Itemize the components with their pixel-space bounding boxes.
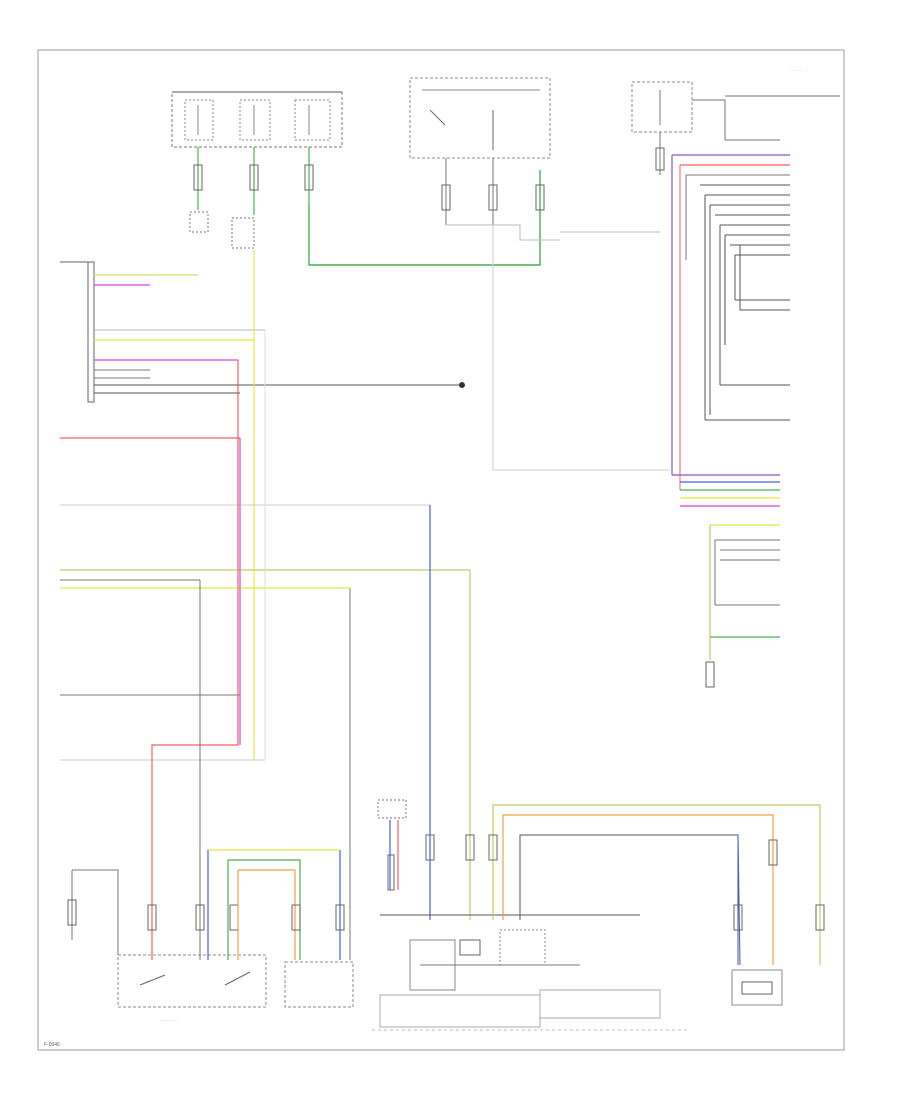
ground-icon [459, 382, 465, 388]
control-unit-bottom [379, 914, 661, 1028]
diagram-border [37, 49, 845, 1051]
sensor-connector-1 [700, 184, 790, 311]
relay-box-top-middle [409, 77, 551, 159]
left-connector-column [60, 261, 95, 403]
switch-bottom-left: · · · · · · · · [117, 954, 267, 1023]
svg-text:· · · · ·: · · · · · [790, 68, 801, 73]
fuse-box-top [171, 91, 343, 148]
relay-top-right [631, 81, 693, 133]
relay-left [189, 211, 209, 233]
module-bottom-right [731, 969, 783, 1006]
sensor-connector-3 [704, 195, 790, 421]
relay-right [231, 217, 255, 249]
diagram-ref-label: F-0046 [44, 1042, 60, 1048]
sensor-connector-2 [719, 225, 790, 386]
svg-text:· · · · · · · ·: · · · · · · · · [160, 1018, 178, 1023]
sensor-bottom-middle [284, 961, 354, 1008]
